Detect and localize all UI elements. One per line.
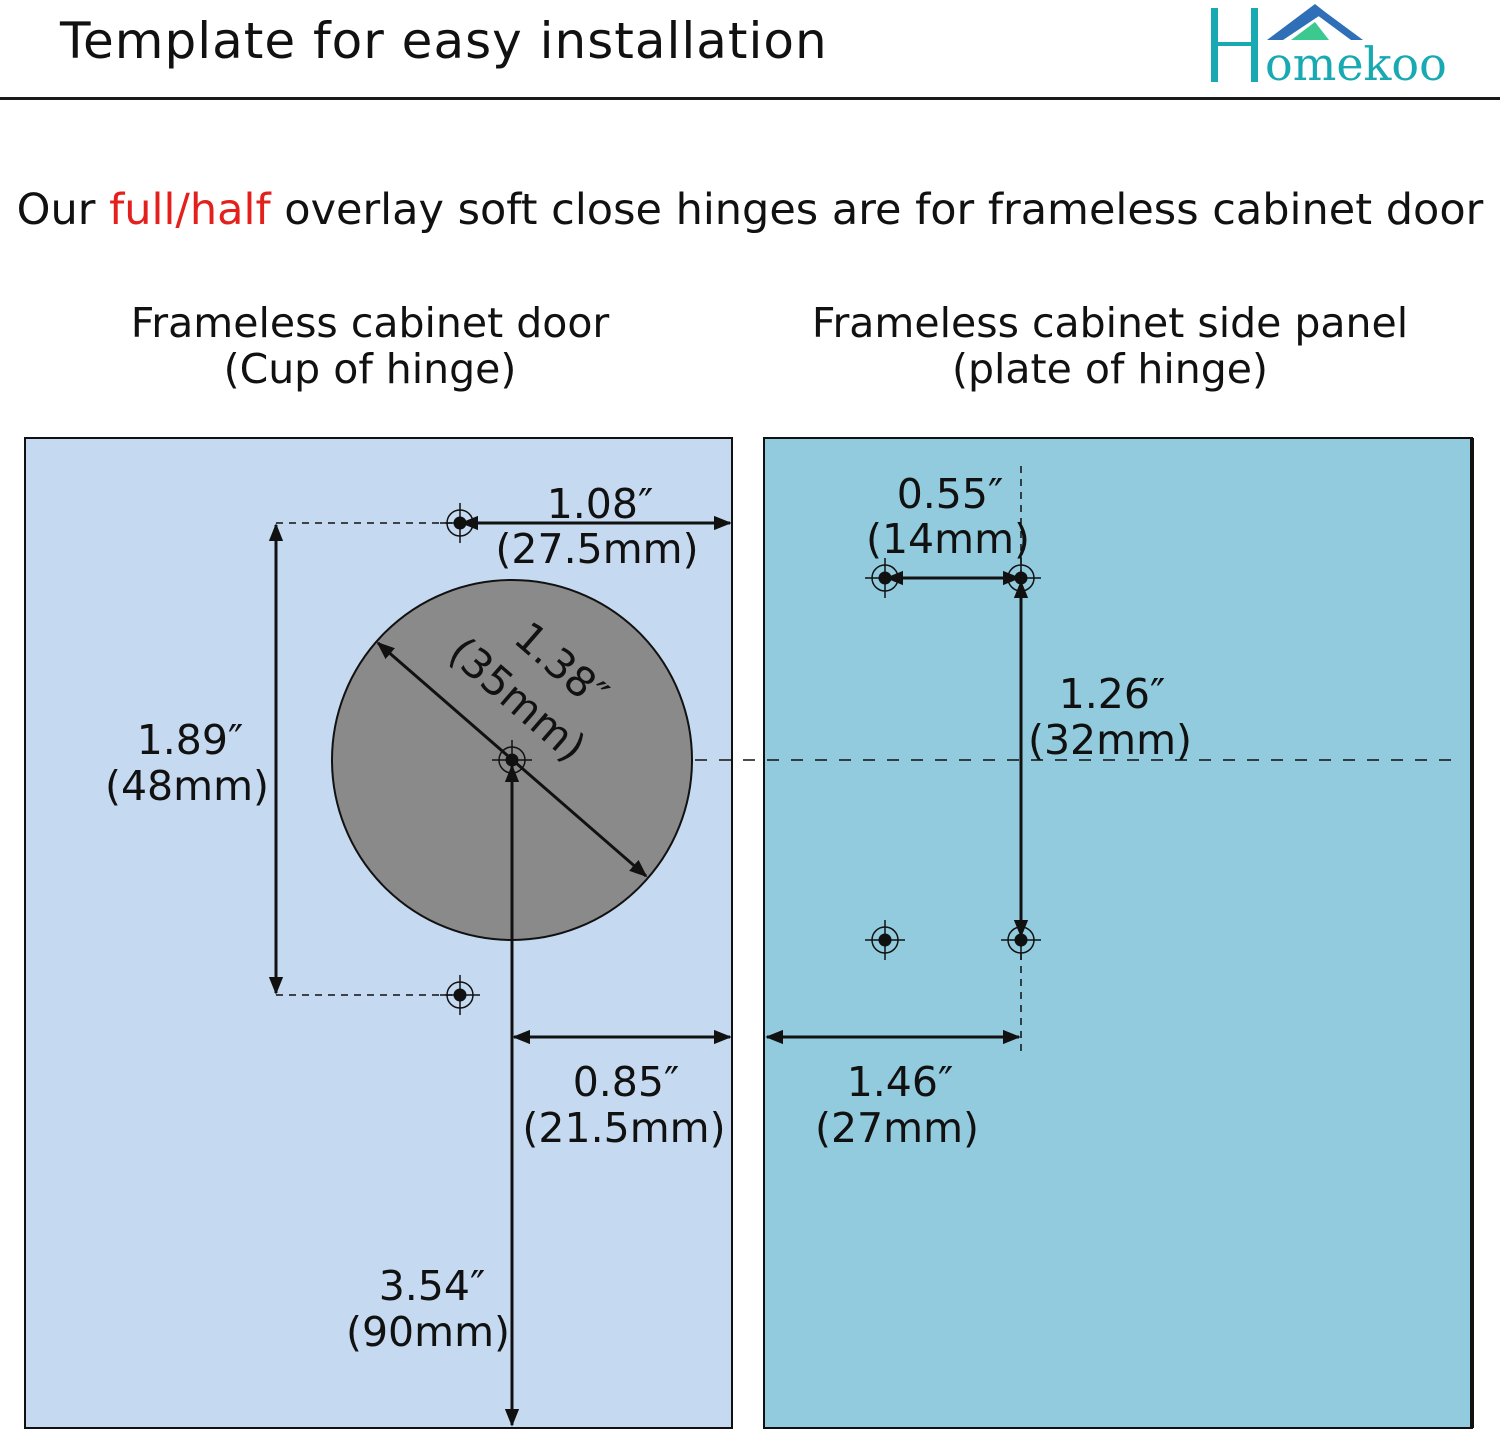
page-title: Template for easy installation bbox=[60, 12, 828, 70]
side-panel bbox=[763, 437, 1473, 1429]
side-heading-line2: (plate of hinge) bbox=[951, 345, 1269, 393]
header-divider bbox=[0, 97, 1500, 100]
subtitle: Our full/half overlay soft close hinges … bbox=[16, 185, 1484, 235]
vertical-spacing-mm: (32mm) bbox=[1028, 716, 1192, 764]
bottom-offset-mm: (90mm) bbox=[346, 1308, 510, 1356]
edge-offset-mm: (21.5mm) bbox=[522, 1104, 725, 1152]
side-heading-line1: Frameless cabinet side panel bbox=[811, 299, 1409, 347]
bottom-offset-inch: 3.54″ bbox=[379, 1262, 486, 1310]
plate-edge-offset-mm: (27mm) bbox=[815, 1104, 979, 1152]
subtitle-highlight: full/half bbox=[109, 185, 271, 235]
plate-edge-offset-inch: 1.46″ bbox=[847, 1058, 954, 1106]
hole-spacing-inch: 1.89″ bbox=[137, 716, 244, 764]
top-offset-mm: (27.5mm) bbox=[495, 525, 698, 573]
side-panel-heading: Frameless cabinet side panel (plate of h… bbox=[760, 300, 1460, 392]
vertical-spacing-inch: 1.26″ bbox=[1059, 670, 1166, 718]
logo-wordmark: omekoo bbox=[1265, 37, 1447, 90]
door-heading-line1: Frameless cabinet door bbox=[130, 299, 610, 347]
hole-pitch-inch: 0.55″ bbox=[897, 470, 1004, 518]
homekoo-logo: omekoo bbox=[1211, 4, 1447, 90]
hole-pitch-mm: (14mm) bbox=[866, 515, 1030, 563]
door-panel bbox=[24, 437, 733, 1429]
top-offset-inch: 1.08″ bbox=[547, 480, 654, 528]
edge-offset-inch: 0.85″ bbox=[573, 1058, 680, 1106]
door-panel-heading: Frameless cabinet door (Cup of hinge) bbox=[20, 300, 720, 392]
door-heading-line2: (Cup of hinge) bbox=[223, 345, 517, 393]
hole-spacing-mm: (48mm) bbox=[105, 762, 269, 810]
